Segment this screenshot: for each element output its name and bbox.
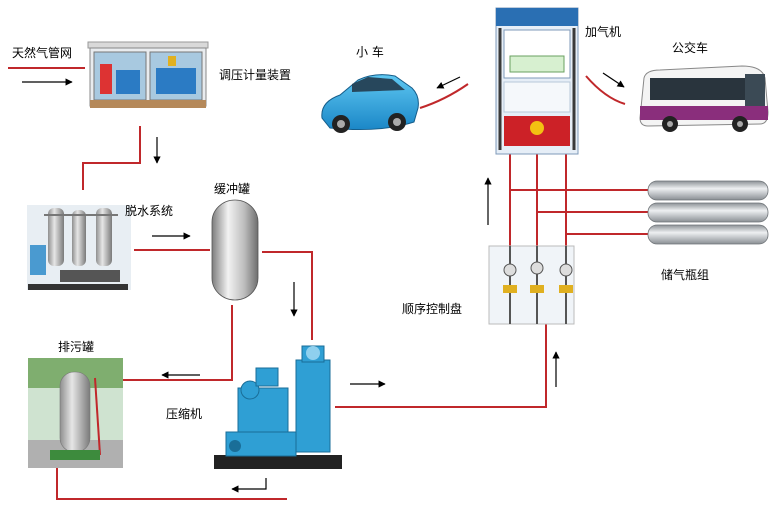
label-bus: 公交车 [672, 41, 709, 55]
label-blowdown-tank: 排污罐 [58, 340, 95, 354]
flow-arrows [22, 72, 625, 493]
dispenser-icon [495, 7, 579, 155]
label-car: 小 车 [356, 45, 384, 59]
pipe-network [8, 67, 648, 500]
pipe-regulator-to-dehydration [82, 126, 141, 190]
arrow-to-car [436, 76, 461, 89]
label-gas-pipeline: 天然气管网 [12, 46, 73, 60]
regulator-cabinet-icon [87, 41, 209, 108]
pipe-dispenser-to-bus [585, 75, 626, 105]
compressor-icon [214, 345, 342, 469]
pipe-compressor-to-panel [335, 312, 547, 408]
blowdown-tank-icon [28, 358, 123, 468]
pipe-buffer-to-compressor [262, 251, 313, 340]
sequence-panel-icon [488, 245, 575, 325]
pipe-buffer-to-blowdown [120, 305, 233, 381]
label-buffer-tank: 缓冲罐 [214, 182, 251, 196]
label-compressor: 压缩机 [166, 407, 203, 421]
arrow-drain [231, 478, 267, 493]
dehydration-unit-icon [27, 205, 131, 290]
label-storage-cylinders: 储气瓶组 [661, 268, 710, 282]
buffer-tank-icon [211, 199, 259, 301]
car-icon [321, 74, 419, 133]
arrow-to-bus [602, 72, 625, 88]
bus-icon [639, 65, 769, 132]
label-dehydration: 脱水系统 [125, 204, 174, 218]
label-regulator-meter: 调压计量装置 [219, 68, 292, 82]
label-sequence-panel: 顺序控制盘 [402, 302, 463, 316]
pipe-compressor-drain [56, 467, 287, 500]
storage-cylinders-icon [647, 180, 769, 245]
label-dispenser: 加气机 [585, 25, 622, 39]
pipe-dispenser-to-car [419, 83, 469, 109]
